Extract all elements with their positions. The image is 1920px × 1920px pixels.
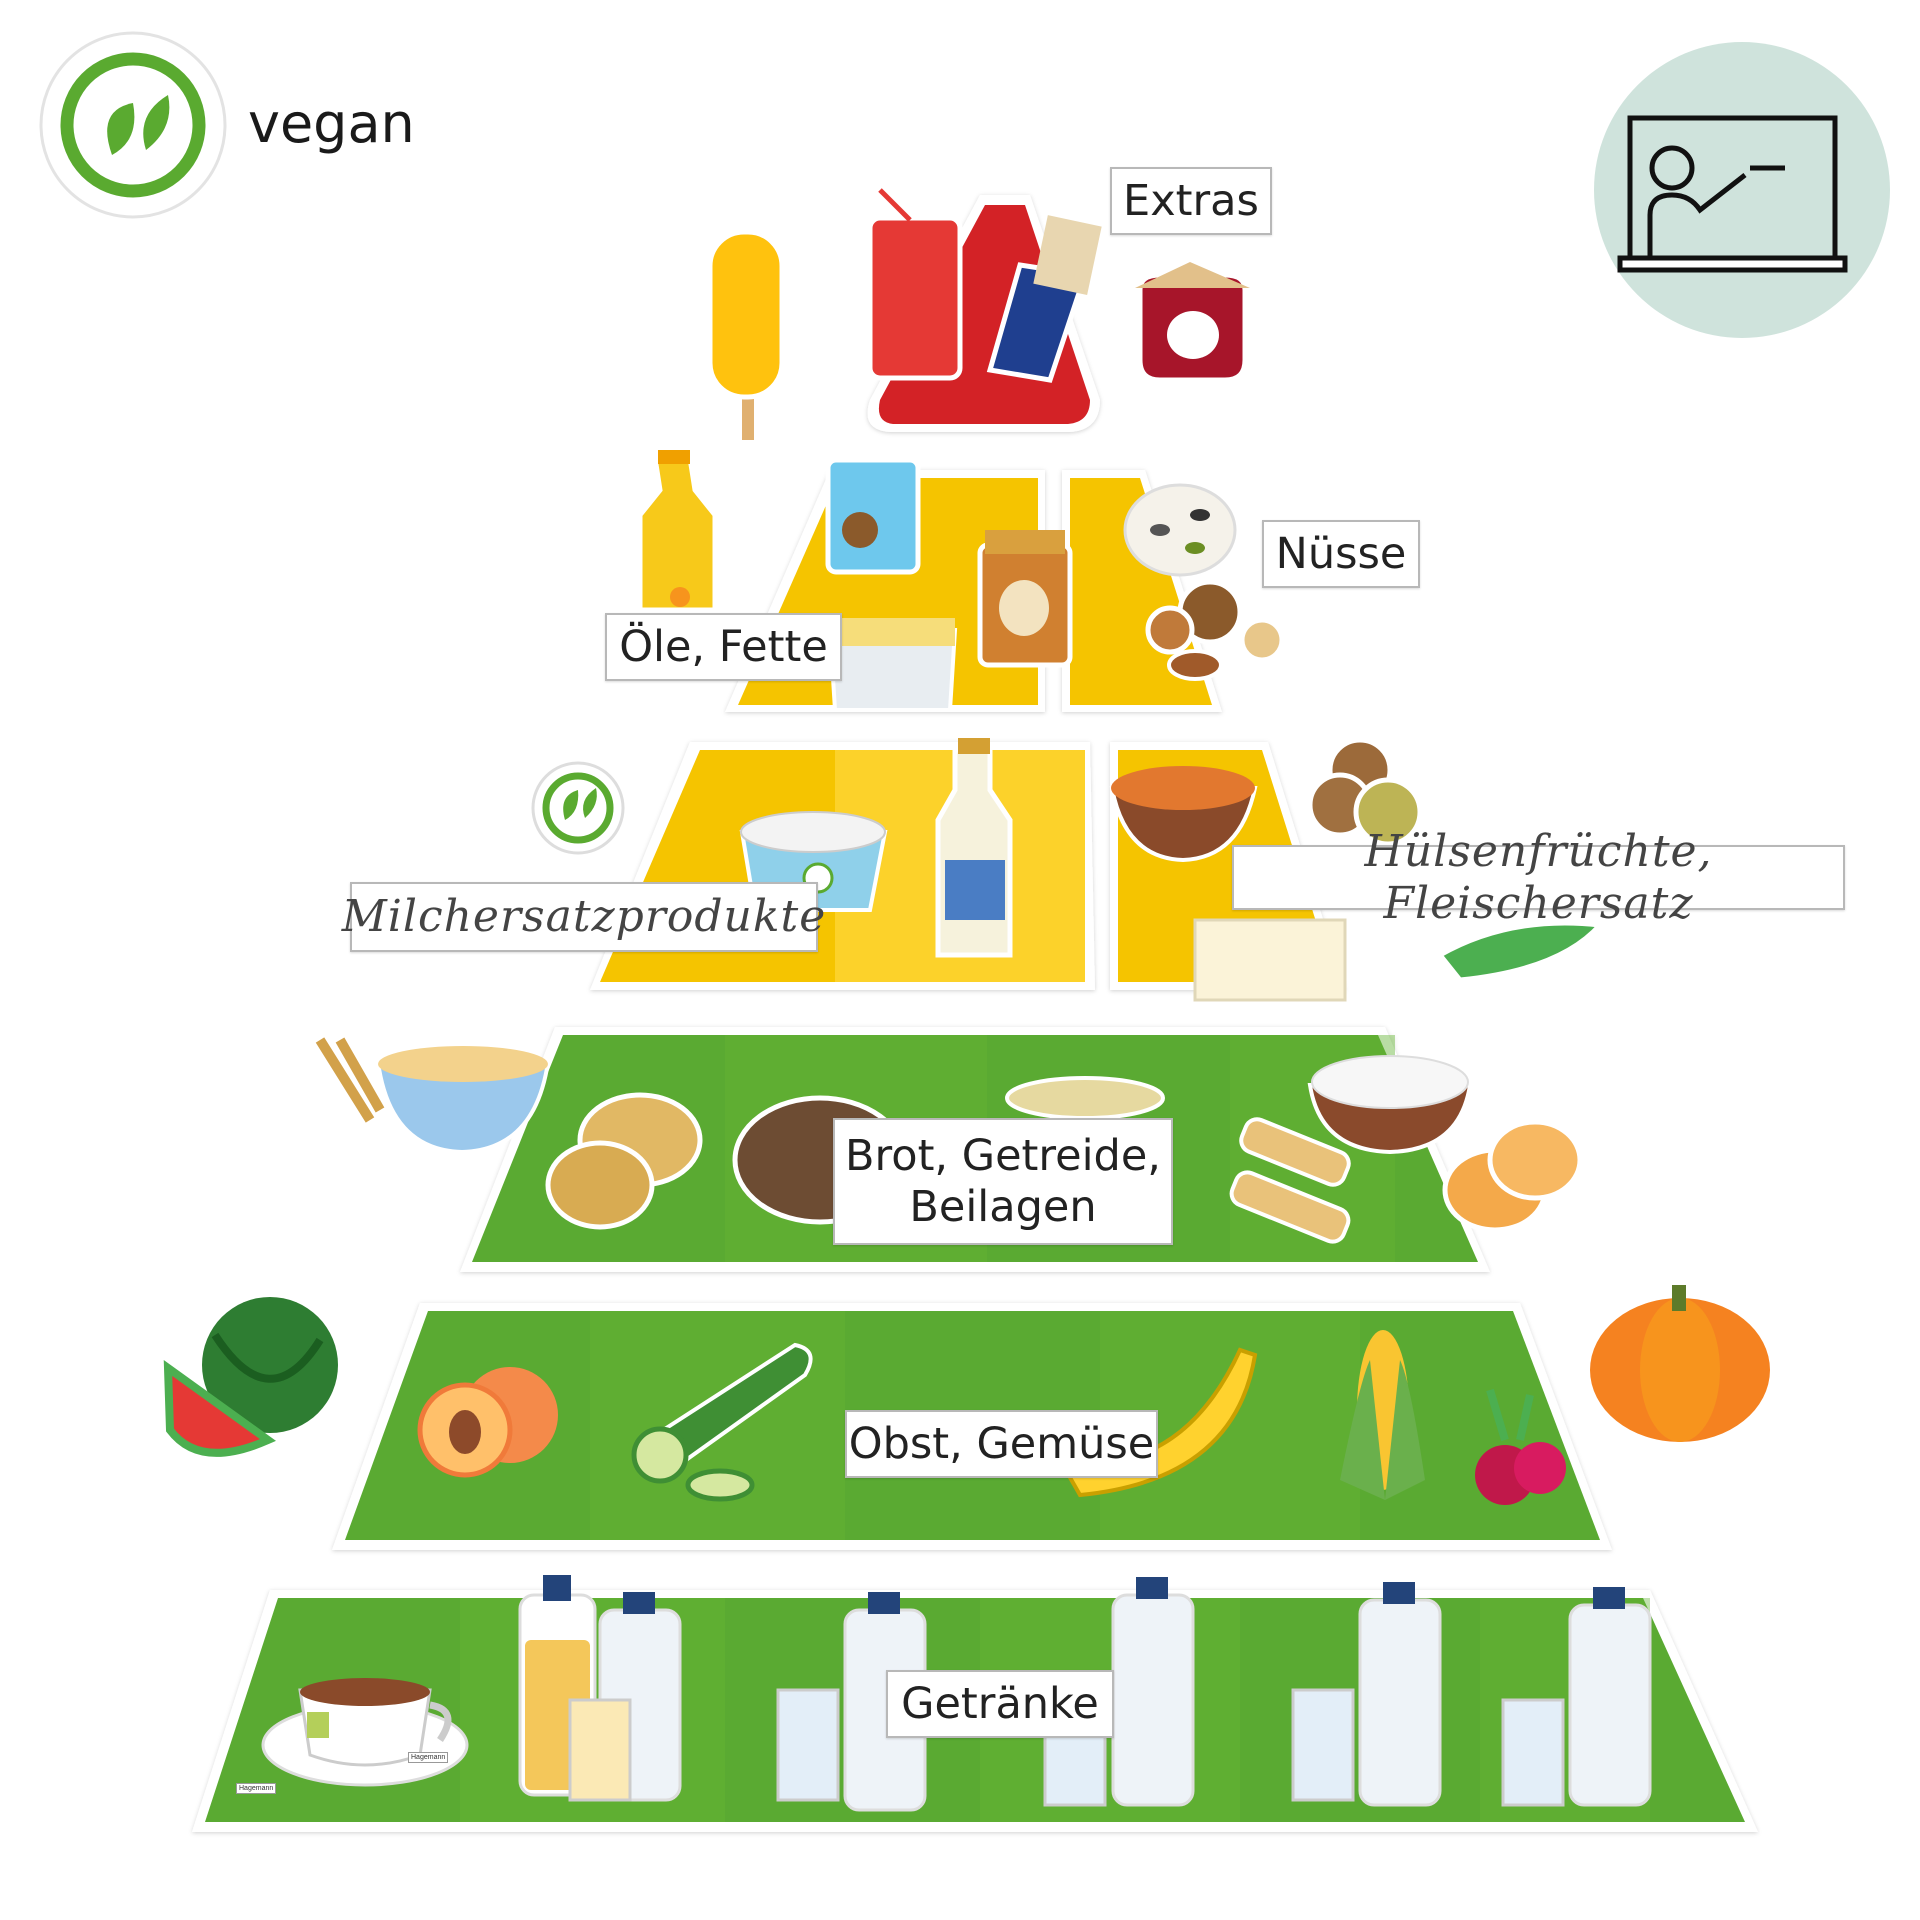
rice-bowl-icon	[1307, 1055, 1473, 1155]
peanut-butter-icon	[977, 530, 1073, 668]
potatoes-icon	[545, 1092, 703, 1230]
brand-tag: Hagemann	[408, 1752, 449, 1763]
label-brot-getreide-beilagen: Brot, Getreide, Beilagen	[833, 1118, 1173, 1245]
coconut-milk-icon	[825, 457, 921, 575]
vegan-label: vegan	[248, 92, 415, 155]
small-vegan-badge-icon	[531, 761, 625, 855]
jam-jar-icon	[1135, 262, 1250, 383]
label-getraenke: Getränke	[886, 1670, 1114, 1738]
label-nuesse: Nüsse	[1262, 520, 1420, 588]
peas-icon	[1436, 920, 1606, 983]
corn-icon	[1340, 1330, 1425, 1500]
label-brot-line2: Beilagen	[909, 1181, 1097, 1232]
pasta-icon	[1229, 1117, 1351, 1244]
tofu-icon	[1193, 918, 1347, 1002]
bottles-icon	[518, 1575, 1652, 1812]
label-brot-line1: Brot, Getreide,	[845, 1130, 1161, 1181]
label-huelsenfruechte: Hülsenfrüchte, Fleischersatz	[1232, 826, 1845, 929]
watermelon-icon	[163, 1297, 338, 1457]
falafel-icon	[1307, 737, 1423, 847]
tea-cup-icon	[261, 1678, 469, 1787]
ice-lolly-icon	[707, 229, 785, 440]
cereal-bar-icon	[986, 215, 1102, 383]
peach-icon	[417, 1367, 558, 1478]
radish-icon	[1475, 1388, 1566, 1505]
couscous-icon	[1005, 1076, 1165, 1120]
label-oele-fette: Öle, Fette	[605, 613, 842, 681]
nuts-icon	[1145, 579, 1285, 681]
teacher-presentation-icon	[1594, 42, 1890, 338]
label-milchersatzprodukte: Milchersatzprodukte	[342, 882, 825, 952]
margarine-icon	[827, 618, 958, 712]
label-obst-gemuese: Obst, Gemüse	[845, 1410, 1158, 1478]
brand-tag: Hagemann	[236, 1783, 277, 1794]
zucchini-icon	[631, 1342, 813, 1502]
bread-rolls-icon	[1442, 1119, 1583, 1233]
lentil-bowl-icon	[1109, 766, 1258, 863]
vegan-badge-icon	[39, 31, 227, 219]
pumpkin-icon	[1590, 1285, 1770, 1442]
soda-can-icon	[867, 188, 963, 381]
oil-bottle-icon	[637, 450, 718, 613]
seeds-icon	[1123, 483, 1237, 577]
label-extras: Extras	[1110, 167, 1272, 235]
oatmeal-bowl-icon	[315, 1037, 551, 1155]
oat-milk-icon	[935, 738, 1013, 958]
